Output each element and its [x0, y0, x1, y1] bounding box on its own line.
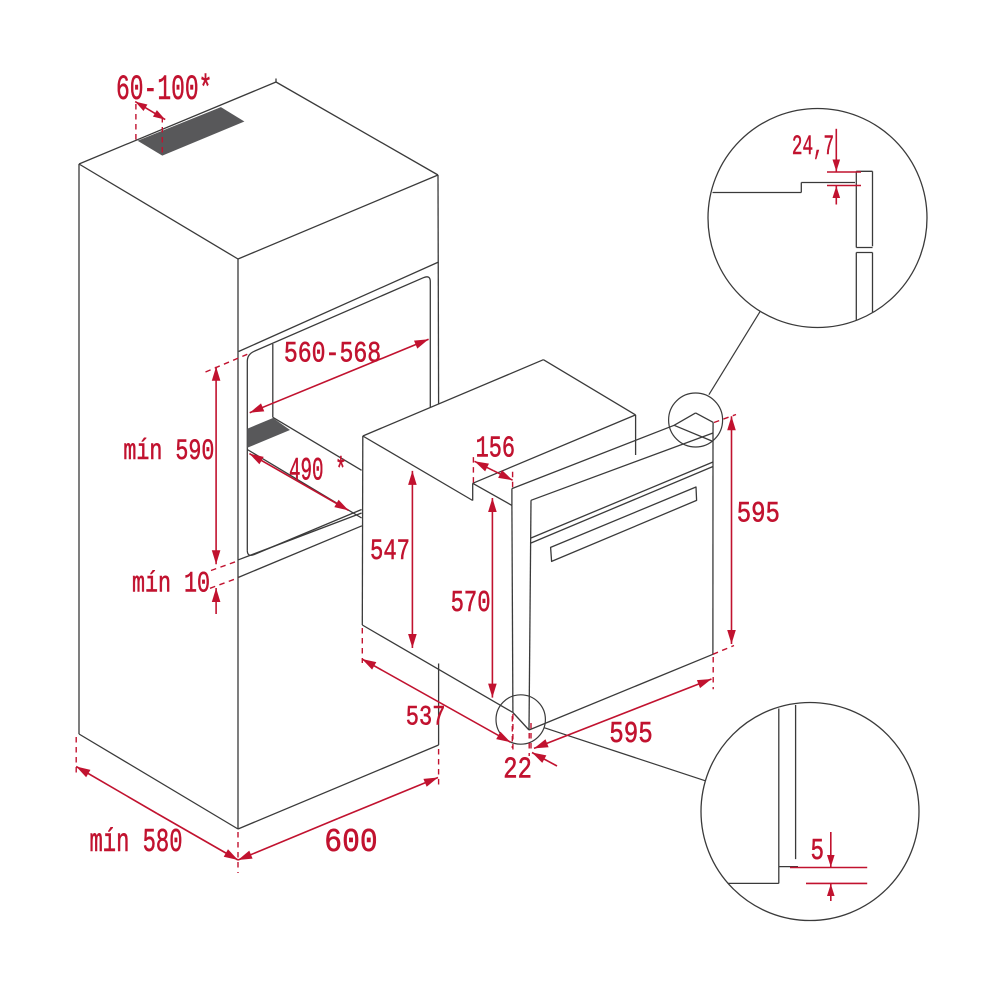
- svg-text:mín 590: mín 590: [123, 435, 214, 468]
- svg-text:156: 156: [476, 433, 515, 467]
- svg-text:600: 600: [324, 824, 377, 861]
- svg-text:mín 580: mín 580: [90, 824, 183, 861]
- svg-text:24,7: 24,7: [792, 132, 834, 163]
- svg-text:570: 570: [451, 586, 491, 621]
- svg-text:60-100*: 60-100*: [116, 70, 212, 110]
- svg-text:22: 22: [503, 753, 532, 788]
- svg-text:547: 547: [370, 535, 410, 569]
- svg-text:5: 5: [810, 834, 824, 869]
- svg-text:595: 595: [609, 717, 653, 752]
- svg-text:537: 537: [406, 703, 446, 734]
- svg-text:mín 10: mín 10: [132, 568, 210, 601]
- svg-text:490 *: 490 *: [289, 453, 347, 490]
- svg-text:595: 595: [737, 498, 780, 531]
